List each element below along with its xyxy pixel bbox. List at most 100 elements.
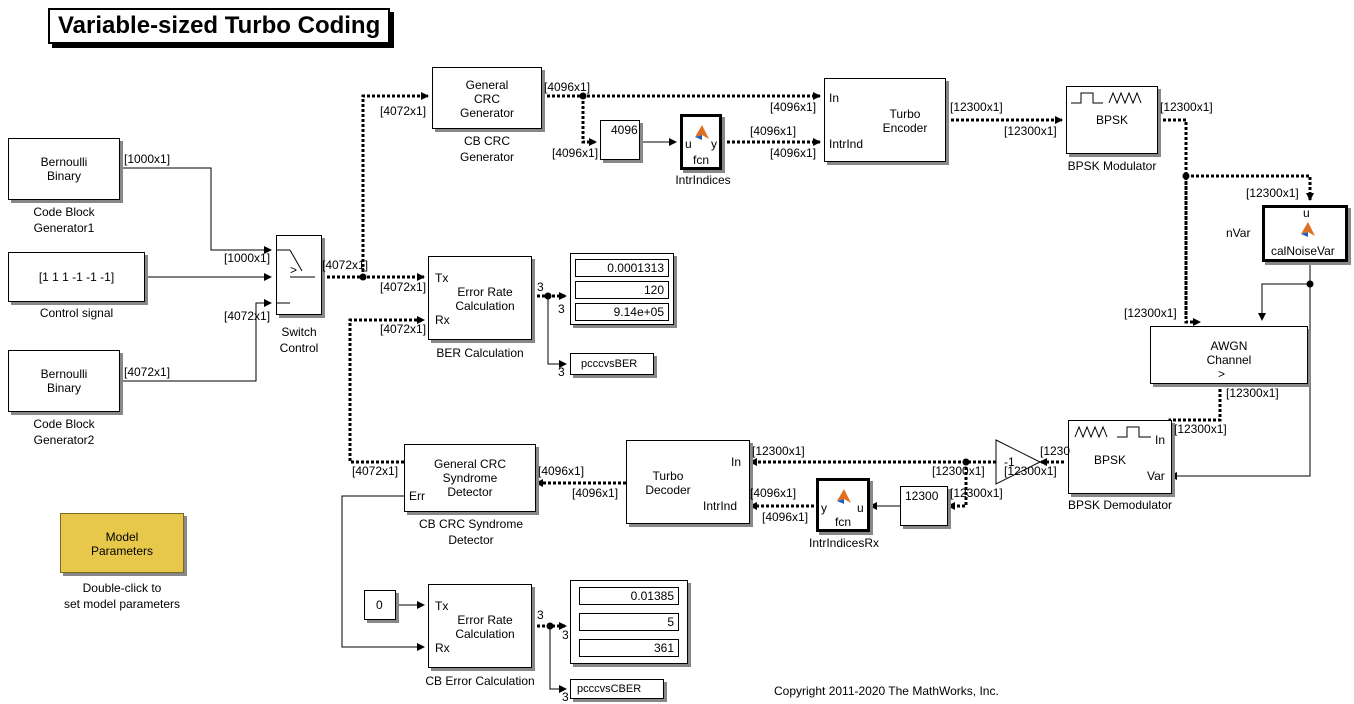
wire-err1-ws (547, 296, 567, 368)
signal-label: 3 (562, 690, 569, 704)
port-tx: Tx (435, 271, 449, 285)
signal-label: [12300x1] (932, 464, 985, 478)
diagram-title: Variable-sized Turbo Coding (48, 8, 391, 44)
wire-to-noise (1186, 174, 1314, 201)
bernoulli-2-caption: Code Block Generator2 (33, 417, 95, 447)
port-tx: Tx (435, 599, 449, 613)
intr-indices-caption: IntrIndices (675, 173, 731, 187)
wire-awgn-demod2 (1170, 384, 1222, 451)
bpsk-demodulator-block[interactable]: BPSK In Var (1068, 420, 1172, 494)
constant-value: 0 (376, 598, 383, 612)
block-text: Error Rate Calculation (455, 613, 515, 641)
ber-display-block[interactable]: 0.0001313 120 9.14e+05 (570, 253, 674, 325)
zero-constant-block[interactable]: 0 (364, 590, 396, 620)
intr-indices-rx-function[interactable]: y u fcn (816, 478, 870, 532)
port-intrind: IntrInd (829, 137, 864, 151)
wire-bpsk-down (1158, 118, 1188, 318)
block-text: calNoiseVar (1271, 244, 1335, 258)
switch-symbol: > (290, 263, 298, 277)
signal-label: [1000x1] (224, 251, 271, 265)
port-in: In (1155, 433, 1166, 447)
block-text: Bernoulli Binary (40, 367, 88, 395)
port-var: Var (1147, 469, 1165, 483)
fcn-label: fcn (693, 153, 710, 167)
bernoulli-binary-block-1[interactable]: Bernoulli Binary (8, 138, 120, 200)
port-u: u (857, 501, 864, 515)
control-signal-caption: Control signal (39, 306, 114, 320)
error-rate-block-1[interactable]: Tx Error Rate Calculation Rx (428, 256, 532, 340)
matlab-logo-icon (837, 489, 851, 504)
block-text: Bernoulli Binary (40, 155, 88, 183)
turbo-decoder-block[interactable]: Turbo Decoder In IntrInd (626, 440, 750, 524)
awgn-channel-block[interactable]: AWGN Channel > (1150, 326, 1308, 384)
awgn-symbol: > (1218, 367, 1226, 381)
to-workspace-ber[interactable]: pcccvsBER (570, 353, 654, 375)
signal-label: [4072x1] (224, 309, 271, 323)
wire-gain-const (947, 462, 968, 510)
signal-label: [12300x1] (950, 486, 1003, 500)
cal-noise-var-function[interactable]: u calNoiseVar (1262, 205, 1348, 262)
to-workspace-cber[interactable]: pcccvsCBER (570, 679, 664, 699)
signal-label: [4096x1] (750, 486, 797, 500)
fcn-label: fcn (835, 515, 852, 529)
wire-awgn-demod (1168, 384, 1222, 452)
signal-label: [4096x1] (762, 510, 809, 524)
block-text: BPSK (1095, 113, 1128, 127)
crc-syndrome-caption: CB CRC Syndrome Detector (418, 517, 524, 547)
rx-size-constant[interactable]: 12300 (900, 486, 948, 526)
signal-label: [4096x1] (538, 464, 585, 478)
gain-value[interactable]: -1 (1004, 455, 1015, 469)
constant-value: 4096 (611, 123, 638, 137)
signal-label: [4072x1] (124, 365, 171, 379)
signal-label: [12300x1] (1004, 464, 1057, 478)
model-parameters-block[interactable]: Model Parameters (60, 513, 184, 573)
switch-control-block[interactable] (276, 235, 322, 315)
bpsk-modulator-caption: BPSK Modulator (1067, 159, 1157, 173)
wire-crc-intr (581, 96, 597, 146)
crc-generator-block[interactable]: General CRC Generator (432, 67, 542, 129)
signal-label: [4096x1] (750, 124, 797, 138)
display-value-ber: 0.0001313 (575, 259, 669, 277)
cb-error-display-block[interactable]: 0.01385 5 361 (570, 580, 688, 664)
bpsk-modulator-block[interactable]: BPSK (1066, 86, 1158, 154)
waveform-icon (1071, 91, 1142, 105)
signal-label: [4072x1] (380, 104, 427, 118)
intr-size-constant[interactable]: 4096 (600, 120, 640, 160)
wire-to-awgn (1184, 176, 1201, 326)
block-text: General CRC Generator (459, 78, 515, 120)
port-in: In (731, 455, 742, 469)
wire-err2-ws (549, 626, 567, 693)
signal-label: [4096x1] (544, 80, 591, 94)
switch-caption: Switch Control (279, 325, 319, 355)
signal-label: [12300x1] (1226, 386, 1279, 400)
signal-label: [4096x1] (552, 146, 599, 160)
wire-bern2-switch (120, 299, 272, 382)
port-u: u (1303, 206, 1310, 220)
crc-syndrome-detector-block[interactable]: General CRC Syndrome Detector Err (404, 444, 536, 512)
error-rate-block-2[interactable]: Tx Error Rate Calculation Rx (428, 584, 532, 668)
signal-label: [4072x1] (380, 322, 427, 336)
signal-label: 3 (558, 365, 565, 379)
port-u: u (685, 137, 692, 151)
port-err: Err (409, 489, 425, 503)
display-value-bits: 9.14e+05 (575, 303, 669, 321)
matlab-logo-icon (695, 125, 709, 140)
workspace-var: pcccvsCBER (577, 683, 642, 695)
port-y: y (821, 501, 827, 515)
intr-indices-function[interactable]: u y fcn (680, 114, 722, 170)
control-signal-block[interactable]: [1 1 1 -1 -1 -1] (8, 252, 145, 302)
signal-label: [12300x1] (1124, 306, 1177, 320)
port-y: y (711, 137, 717, 151)
display-value-errors: 120 (575, 281, 669, 299)
ber-calculation-caption: BER Calculation (436, 346, 524, 360)
port-intrind: IntrInd (703, 499, 738, 513)
signal-label: [1230 (1040, 444, 1071, 458)
block-text: Turbo Decoder (645, 469, 691, 497)
signal-label: [12300x1] (1160, 100, 1213, 114)
turbo-encoder-block[interactable]: In IntrInd Turbo Encoder (824, 78, 946, 162)
matlab-logo-icon (1301, 222, 1315, 237)
wire-crcdet-rx (348, 316, 425, 464)
bernoulli-binary-block-2[interactable]: Bernoulli Binary (8, 350, 120, 412)
signal-label: [4096x1] (770, 100, 817, 114)
signal-label: [4072x1] (352, 464, 399, 478)
